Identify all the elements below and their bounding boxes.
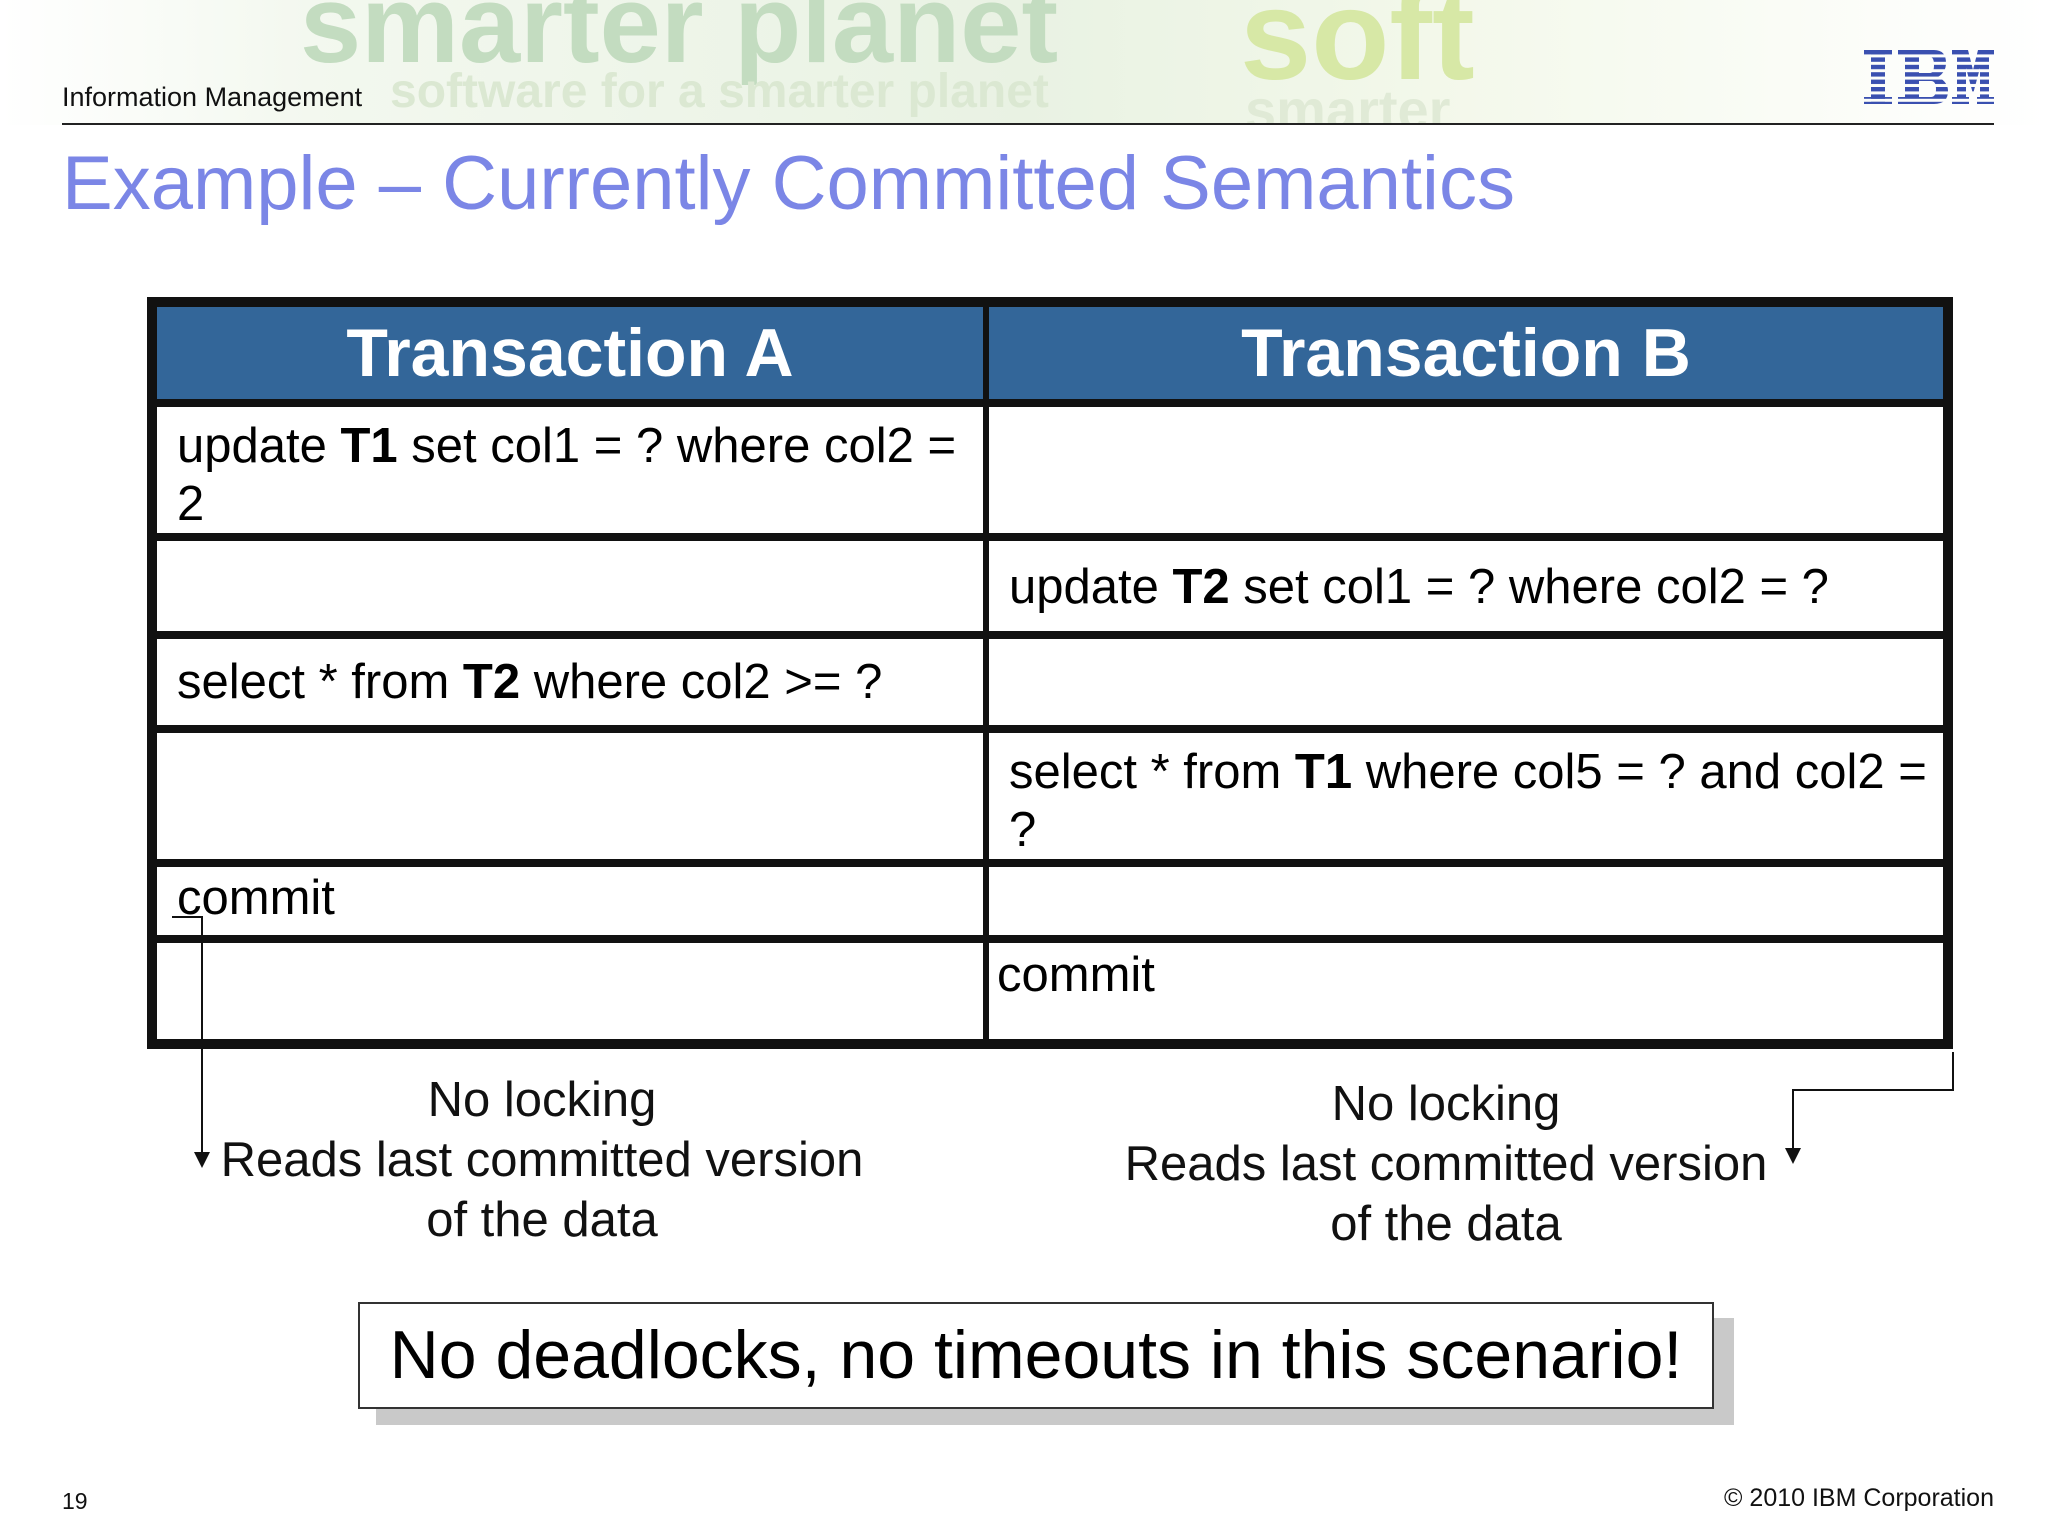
arrow-right <box>1792 1052 1954 1152</box>
table-cell-a: select * from T2 where col2 >= ? <box>157 639 983 725</box>
sql-text: select * from <box>1009 745 1295 799</box>
table-cell-b: select * from T1 where col5 = ? and col2… <box>989 733 1943 859</box>
watermark-text: smarter planet <box>300 0 1059 86</box>
ibm-logo <box>1862 50 1994 109</box>
note-line: No locking <box>1331 1077 1561 1131</box>
table-cell-a-empty <box>157 943 983 1039</box>
page-number: 19 <box>62 1488 88 1514</box>
arrowhead-right <box>1785 1148 1801 1164</box>
arrow-left <box>172 916 203 1158</box>
watermark-text: smarter <box>1245 78 1451 126</box>
watermark-banner: smarter planet software for a smarter pl… <box>0 0 2048 125</box>
watermark-text: soft <box>1240 0 1475 107</box>
sql-text: update <box>177 419 341 473</box>
commit-text: commit <box>997 948 1155 1002</box>
table-cell-a: commit <box>157 867 983 935</box>
column-header-transaction-b: Transaction B <box>989 307 1943 399</box>
sql-text: set col1 = ? where col2 = 2 <box>177 419 957 531</box>
copyright: © 2010 IBM Corporation <box>1724 1484 1994 1512</box>
note-right: No locking Reads last committed version … <box>1096 1074 1796 1254</box>
table-name: T1 <box>340 419 398 473</box>
note-line: of the data <box>426 1193 658 1247</box>
table-cell-b: update T2 set col1 = ? where col2 = ? <box>989 541 1943 631</box>
table-cell-a-empty <box>157 541 983 631</box>
sql-text: where col5 = ? and col2 = ? <box>1009 745 1927 857</box>
table-cell-b-empty <box>989 407 1943 533</box>
commit-text: commit <box>177 871 335 925</box>
page-title: Example – Currently Committed Semantics <box>62 141 1515 226</box>
table-cell-b-empty <box>989 867 1943 935</box>
column-header-transaction-a: Transaction A <box>157 307 983 399</box>
sql-text: where col2 >= ? <box>520 655 883 709</box>
sql-text: update <box>1009 560 1173 614</box>
transaction-table: Transaction A Transaction B update T1 se… <box>147 297 1953 1049</box>
table-cell-b-empty <box>989 639 1943 725</box>
table-cell-b: commit <box>989 943 1943 1039</box>
sql-text: select * from <box>177 655 463 709</box>
table-cell-a: update T1 set col1 = ? where col2 = 2 <box>157 407 983 533</box>
table-name: T2 <box>1172 560 1230 614</box>
note-line: of the data <box>1330 1197 1562 1251</box>
note-line: Reads last committed version <box>220 1133 864 1187</box>
note-line: No locking <box>427 1073 657 1127</box>
watermark-text: software for a smarter planet <box>390 65 1049 118</box>
callout-box: No deadlocks, no timeouts in this scenar… <box>358 1302 1714 1409</box>
arrowhead-left <box>194 1152 210 1168</box>
note-left: No locking Reads last committed version … <box>192 1070 892 1250</box>
table-cell-a-empty <box>157 733 983 859</box>
table-name: T2 <box>462 655 521 709</box>
table-name: T1 <box>1294 745 1353 799</box>
header-rule <box>62 123 1994 125</box>
note-line: Reads last committed version <box>1124 1137 1768 1191</box>
section-label: Information Management <box>62 82 363 112</box>
sql-text: set col1 = ? where col2 = ? <box>1229 560 1829 614</box>
